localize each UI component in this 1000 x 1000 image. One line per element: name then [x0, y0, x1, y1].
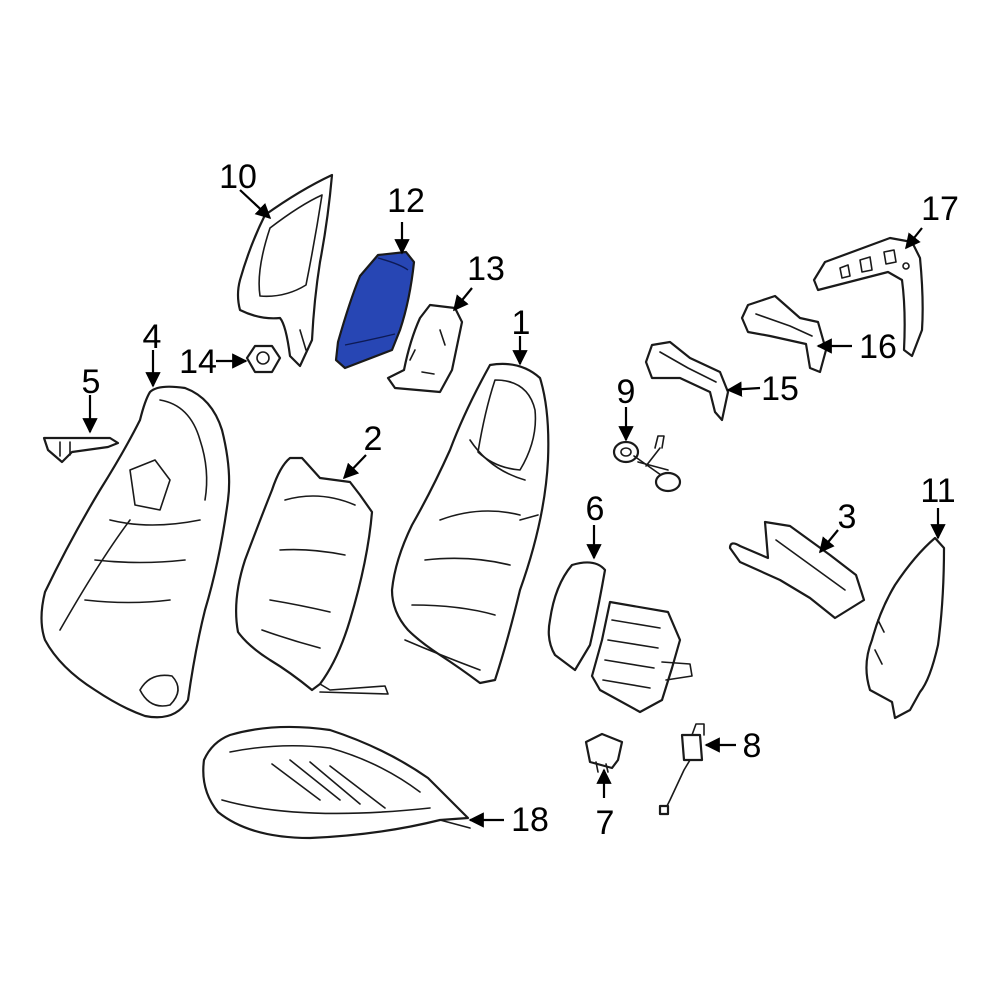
callout-12: 12	[387, 182, 425, 220]
part-4-backrest-cover[interactable]	[40, 385, 231, 719]
part-10-side-panel[interactable]	[236, 173, 334, 368]
part-15-bracket[interactable]	[644, 340, 730, 422]
callout-3: 3	[838, 498, 857, 536]
callout-14: 14	[179, 343, 217, 381]
callout-15: 15	[761, 370, 799, 408]
part-9-grommet-cable[interactable]	[612, 435, 682, 493]
callout-4: 4	[143, 318, 162, 356]
part-18-seat-cushion[interactable]	[202, 725, 471, 840]
part-11-side-panel[interactable]	[865, 536, 946, 720]
callout-6: 6	[586, 490, 605, 528]
leader-lines	[82, 189, 946, 828]
callout-18: 18	[511, 801, 549, 839]
callout-16: 16	[859, 328, 897, 366]
callout-11: 11	[920, 472, 955, 510]
part-12-highlighted-panel[interactable]	[334, 250, 416, 370]
callout-17: 17	[921, 190, 959, 228]
part-5-clip[interactable]	[42, 436, 120, 464]
part-16-bracket[interactable]	[740, 294, 828, 374]
part-14-nut[interactable]	[245, 344, 282, 374]
callout-labels: 10 12 13 1 14 4 5 9 2 6 15 16 17 3 11 8 …	[82, 158, 959, 842]
callout-2: 2	[364, 420, 383, 458]
callout-5: 5	[82, 363, 101, 401]
callout-8: 8	[743, 727, 762, 765]
part-17-frame[interactable]	[812, 236, 924, 358]
part-6-lumbar-support[interactable]	[547, 561, 693, 714]
callout-13: 13	[467, 250, 505, 288]
callout-10: 10	[219, 158, 257, 196]
part-3-side-trim[interactable]	[728, 520, 866, 620]
callout-7: 7	[596, 804, 615, 842]
part-13-bracket[interactable]	[386, 303, 464, 394]
part-8-connector[interactable]	[658, 723, 705, 816]
part-2-backrest-frame[interactable]	[235, 456, 389, 695]
part-1-backrest[interactable]	[390, 362, 550, 685]
part-7-switch[interactable]	[584, 732, 624, 773]
callout-9: 9	[617, 373, 636, 411]
callout-1: 1	[512, 304, 531, 342]
